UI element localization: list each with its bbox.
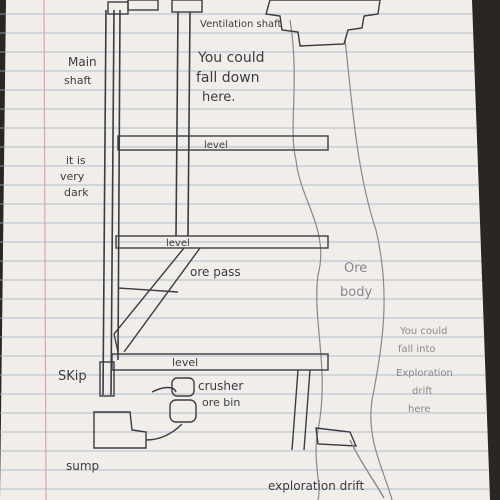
label-fall-warning-3: here. <box>202 90 235 105</box>
headframe <box>107 0 203 15</box>
ore-pass <box>113 247 201 353</box>
label-main-shaft-1: Main <box>68 55 97 69</box>
main-shaft <box>102 9 121 396</box>
ore-body-right-edge <box>344 39 393 500</box>
handwritten-labels: Ventilation shaft You could fall down he… <box>58 19 453 493</box>
level-drift-top <box>117 135 329 151</box>
label-fall-into-2: fall into <box>398 344 436 355</box>
label-dark-1: it is <box>66 154 86 167</box>
label-fall-warning-1: You could <box>197 50 265 66</box>
ore-bin-box <box>169 399 197 423</box>
label-fall-into-3: Exploration <box>396 368 453 379</box>
label-level-middle: level <box>166 238 190 249</box>
label-ore-bin: ore bin <box>202 396 240 409</box>
exploration-drift <box>291 369 385 499</box>
ore-body-left-edge <box>289 19 323 500</box>
level-drift-middle <box>115 235 329 249</box>
ruled-lines <box>0 13 489 490</box>
label-level-bottom: level <box>172 356 198 369</box>
label-level-top: level <box>204 140 228 151</box>
label-crusher: crusher <box>198 379 243 393</box>
surface-outcrop <box>265 0 381 47</box>
skip <box>99 361 115 397</box>
ventilation-shaft <box>175 11 191 237</box>
label-ore-pass: ore pass <box>190 265 241 279</box>
label-fall-into-5: here <box>408 404 431 415</box>
sump <box>93 411 147 449</box>
label-ore-body-1: Ore <box>344 261 367 276</box>
label-exploration-drift: exploration drift <box>268 479 365 493</box>
bin-to-sump-line <box>145 423 183 441</box>
label-fall-into-1: You could <box>399 326 448 337</box>
label-dark-3: dark <box>64 186 89 199</box>
label-fall-into-4: drift <box>412 386 433 397</box>
margin-line <box>43 0 47 500</box>
label-main-shaft-2: shaft <box>64 74 92 87</box>
crusher-box <box>171 377 195 397</box>
label-ventilation-shaft: Ventilation shaft <box>200 19 282 30</box>
label-sump: sump <box>66 459 99 473</box>
label-skip: SKip <box>58 369 87 384</box>
label-dark-2: very <box>60 170 85 183</box>
label-fall-warning-2: fall down <box>196 70 260 86</box>
shaft-bottom-equipment <box>93 361 197 449</box>
crusher-arrow <box>151 386 177 393</box>
label-ore-body-2: body <box>340 285 372 300</box>
